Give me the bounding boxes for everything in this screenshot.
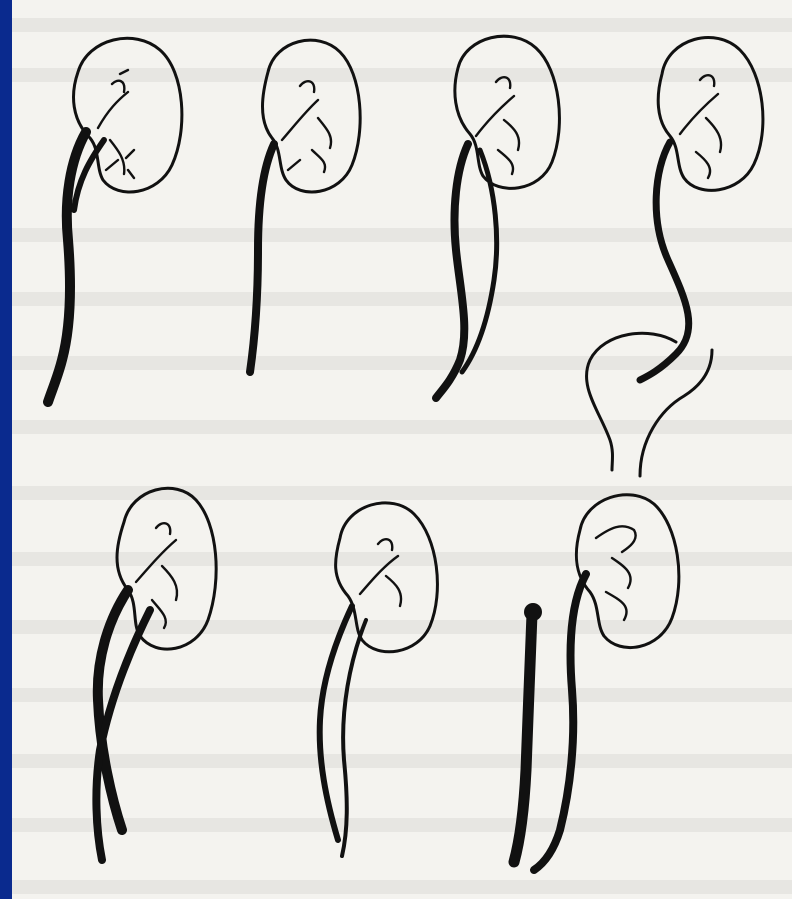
ureter — [48, 132, 86, 402]
kidney-panel-7 — [514, 495, 679, 870]
blind-ending-bulb — [524, 603, 542, 621]
renal-calyces — [360, 539, 401, 606]
bladder-outline — [587, 333, 712, 476]
kidney-outline — [455, 36, 560, 188]
renal-calyces — [680, 75, 721, 178]
kidney-panel-5 — [96, 488, 216, 860]
kidney-panel-6 — [320, 503, 438, 856]
kidney-panel-1 — [48, 38, 182, 402]
ureter — [534, 574, 586, 870]
renal-calyces — [136, 523, 177, 628]
ectopic-blind-ureter — [514, 614, 532, 862]
renal-calyces — [98, 70, 134, 178]
kidney-panel-4 — [587, 38, 763, 476]
ureter — [436, 144, 468, 398]
renal-calyces — [596, 526, 636, 620]
ureter — [250, 144, 274, 372]
kidney-panel-2 — [250, 40, 360, 372]
kidney-outline — [263, 40, 361, 192]
kidney-panel-3 — [436, 36, 559, 398]
renal-calyces — [282, 81, 331, 172]
ureter — [640, 142, 689, 380]
ureter — [342, 620, 366, 856]
